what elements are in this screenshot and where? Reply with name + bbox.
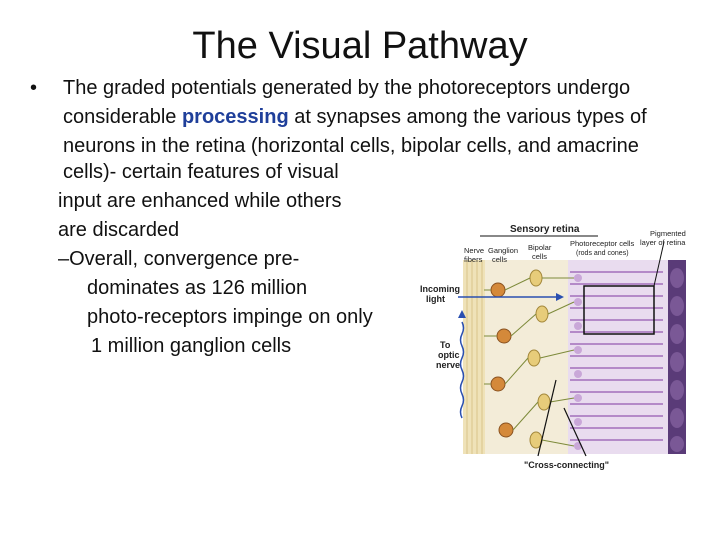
body-line-5: input are enhanced while others bbox=[58, 190, 342, 212]
label-photoreceptor-cells-2: (rods and cones) bbox=[576, 250, 629, 257]
label-bipolar-cells: Bipolar bbox=[528, 243, 552, 252]
incoming-light-arrow bbox=[458, 293, 564, 301]
sub-bullet-line-4: 1 million ganglion cells bbox=[91, 335, 292, 357]
photoreceptor-rods bbox=[568, 260, 668, 454]
label-to-optic-nerve-2: optic bbox=[438, 350, 460, 360]
retina-diagram: Sensory retina Nerve fibers Ganglion cel… bbox=[420, 224, 686, 470]
slide-title: The Visual Pathway bbox=[192, 25, 528, 67]
body-line-1: The graded potentials generated by the p… bbox=[63, 77, 631, 99]
nerve-fibers bbox=[463, 260, 485, 454]
label-incoming-light: Incoming bbox=[420, 284, 460, 294]
sub-bullet-line-3: photo-receptors impinge on only bbox=[87, 306, 373, 328]
highlight-processing: processing bbox=[181, 106, 289, 128]
label-to-optic-nerve-3: nerve bbox=[436, 360, 460, 370]
label-sensory-retina: Sensory retina bbox=[510, 224, 580, 235]
label-photoreceptor-cells: Photoreceptor cells bbox=[570, 239, 634, 248]
detail-box bbox=[583, 285, 655, 335]
bullet-marker: • bbox=[30, 77, 38, 99]
label-to-optic-nerve: To bbox=[440, 340, 451, 350]
label-pigmented-layer: Pigmented bbox=[650, 229, 686, 238]
label-incoming-light-2: light bbox=[426, 294, 445, 304]
body-line-2: considerable processing at synapses amon… bbox=[63, 103, 647, 132]
sub-bullet-line-2: dominates as 126 million bbox=[87, 277, 308, 299]
body-line-4: cells)- certain features of visual bbox=[63, 161, 339, 183]
sub-bullet-line-1: –Overall, convergence pre- bbox=[58, 248, 300, 270]
label-ganglion-cells-2: cells bbox=[492, 255, 507, 264]
label-nerve-fibers: Nerve bbox=[464, 246, 484, 255]
body-line-6: are discarded bbox=[58, 219, 180, 241]
label-nerve-fibers-2: fibers bbox=[464, 255, 483, 264]
body-line-3: neurons in the retina (horizontal cells,… bbox=[63, 135, 639, 157]
cross-connecting-pointers bbox=[537, 379, 587, 457]
label-cross-connecting: "Cross-connecting" bbox=[524, 460, 609, 470]
body-text: considerable bbox=[63, 106, 182, 128]
label-ganglion-cells: Ganglion bbox=[488, 246, 518, 255]
pigmented-layer bbox=[668, 260, 686, 454]
neural-connections bbox=[484, 277, 575, 447]
body-text: at synapses among the various types of bbox=[288, 106, 647, 128]
pointer-line bbox=[653, 241, 665, 287]
label-pigmented-layer-2: layer of retina bbox=[640, 238, 686, 247]
optic-nerve-arrow bbox=[458, 310, 466, 419]
label-bipolar-cells-2: cells bbox=[532, 252, 547, 261]
